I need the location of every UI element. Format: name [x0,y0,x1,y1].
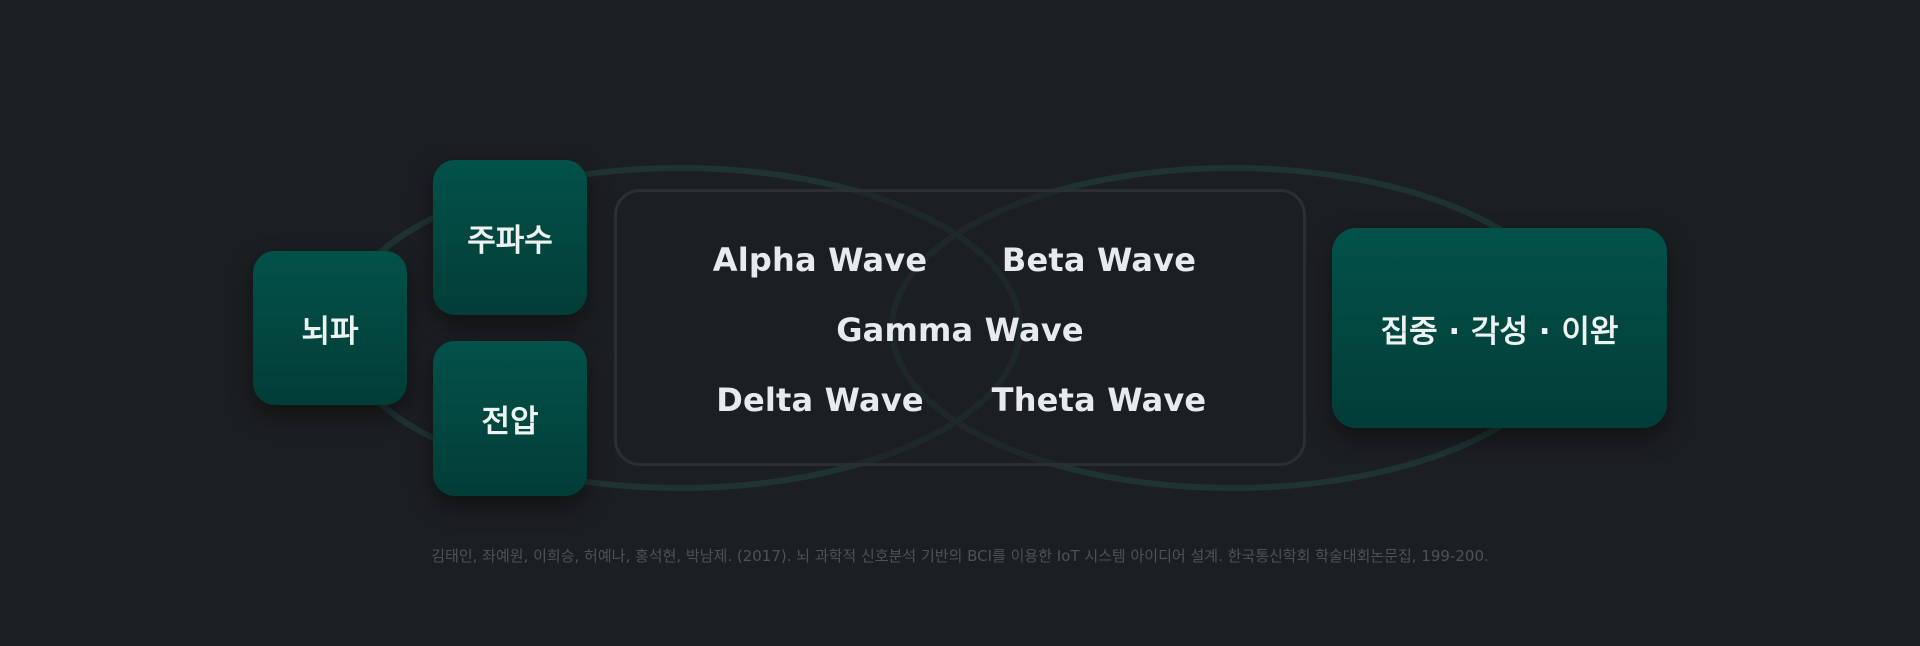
delta-wave-label: Delta Wave [716,381,924,419]
theta-wave-label: Theta Wave [991,381,1207,419]
beta-wave-label: Beta Wave [1001,241,1197,279]
alpha-wave-label: Alpha Wave [712,241,928,279]
frequency-node: 주파수 [433,160,587,315]
citation-text: 김태인, 좌예원, 이희승, 허예나, 홍석현, 박남제. (2017). 뇌 … [431,547,1489,565]
voltage-node: 전압 [433,341,587,496]
brainwave-node: 뇌파 [253,251,407,405]
wave-types-panel [614,189,1306,466]
gamma-wave-label: Gamma Wave [836,311,1084,349]
result-states-node: 집중 · 각성 · 이완 [1332,228,1667,428]
